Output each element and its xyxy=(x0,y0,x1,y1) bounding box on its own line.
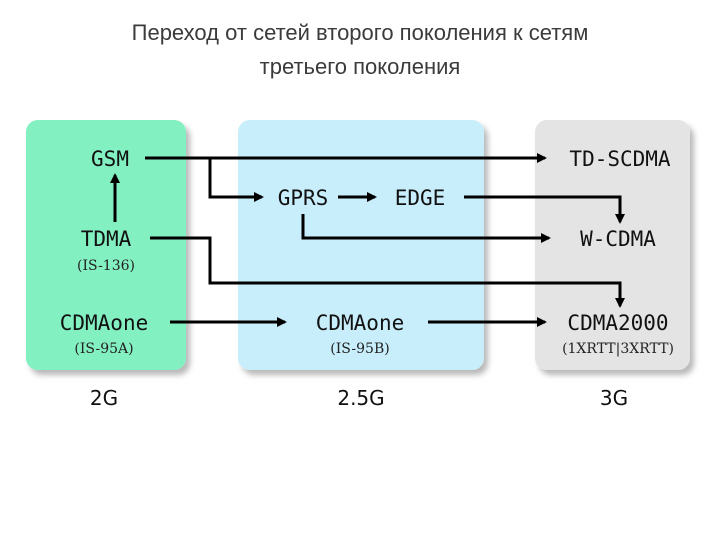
node-cdmaone-2g-sub: (IS-95A) xyxy=(74,341,133,357)
node-cdmaone-2-5g-sub: (IS-95B) xyxy=(330,341,389,357)
node-tdma: TDMA xyxy=(81,227,132,251)
label-2-5g: 2.5G xyxy=(337,386,384,410)
node-w-cdma: W-CDMA xyxy=(580,227,656,251)
node-td-scdma: TD-SCDMA xyxy=(569,147,671,171)
node-cdma2000-sub: (1XRTT|3XRTT) xyxy=(562,341,674,357)
node-edge: EDGE xyxy=(395,186,446,210)
label-3g: 3G xyxy=(600,386,628,410)
node-cdma2000: CDMA2000 xyxy=(567,311,668,335)
title-line-2: третьего поколения xyxy=(259,54,461,79)
node-gsm: GSM xyxy=(91,147,129,171)
panel-2-5g xyxy=(238,120,484,370)
node-cdmaone-2g: CDMAone xyxy=(60,311,149,335)
slide-title: Переход от сетей второго поколения к сет… xyxy=(60,16,660,84)
label-2g: 2G xyxy=(90,386,118,410)
arrows xyxy=(110,153,625,327)
arrow-edge-w-cdma xyxy=(464,195,625,224)
arrow-gprs-w-cdma xyxy=(301,214,551,243)
node-tdma-sub: (IS-136) xyxy=(77,258,135,274)
node-gprs: GPRS xyxy=(278,186,329,210)
arrow-tdma-cdma2000 xyxy=(150,236,625,308)
node-cdmaone-2-5g: CDMAone xyxy=(316,311,405,335)
panel-2g xyxy=(26,120,186,370)
arrow-gsm-gprs xyxy=(208,158,264,202)
panel-3g xyxy=(535,120,690,370)
title-line-1: Переход от сетей второго поколения к сет… xyxy=(131,20,589,45)
